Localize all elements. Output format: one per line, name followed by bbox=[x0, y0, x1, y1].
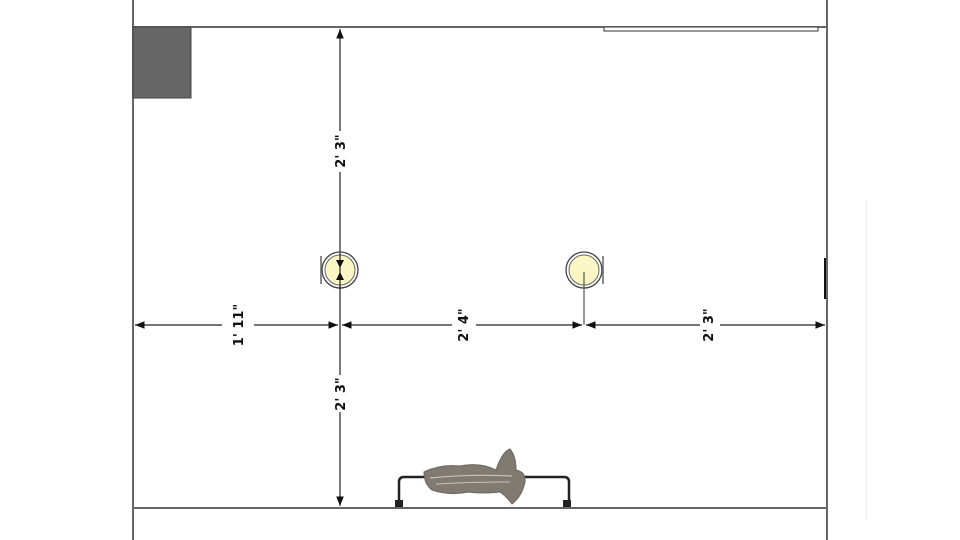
dimension-label: 2' 3" bbox=[334, 377, 349, 410]
horizontal-dimension-middle: 2' 4" bbox=[342, 308, 582, 342]
light-fixture[interactable] bbox=[565, 251, 604, 325]
window[interactable] bbox=[603, 26, 819, 32]
dimension-label: 1' 11" bbox=[232, 304, 247, 346]
vertical-dimension-top: 2' 3" bbox=[334, 29, 349, 268]
horizontal-dimension-right: 2' 3" bbox=[586, 308, 825, 342]
dimension-label: 2' 4" bbox=[457, 308, 472, 341]
walls bbox=[132, 0, 828, 540]
light-fixture[interactable] bbox=[320, 251, 359, 290]
bench-with-plant[interactable] bbox=[395, 448, 571, 507]
plant-icon bbox=[423, 448, 526, 505]
horizontal-dimension-left: 1' 11" bbox=[135, 304, 338, 346]
dimension-label: 2' 3" bbox=[334, 134, 349, 167]
column-block[interactable] bbox=[132, 26, 192, 99]
dimension-label: 2' 3" bbox=[702, 308, 717, 341]
vertical-dimension-bottom: 2' 3" bbox=[334, 272, 349, 506]
